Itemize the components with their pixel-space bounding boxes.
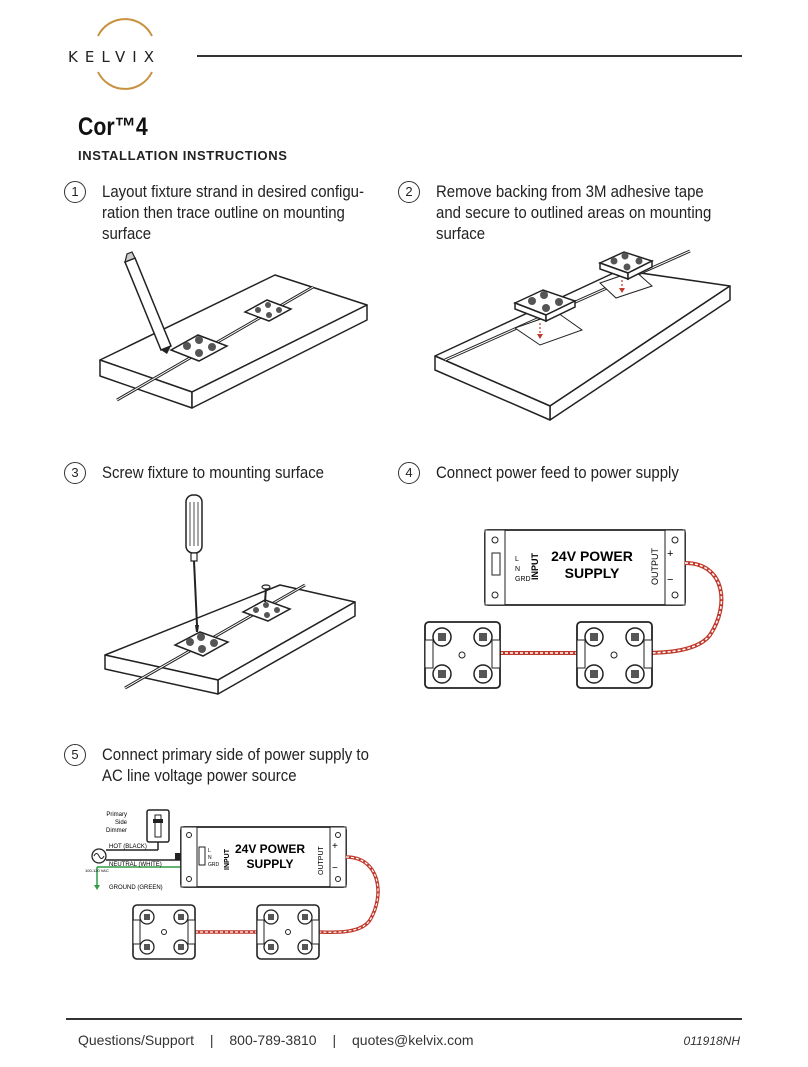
step-1-illustration (99, 251, 368, 409)
supply-label-line2: SUPPLY (247, 857, 294, 871)
voltage-label: 100-120 VAC (85, 868, 109, 873)
dimmer-switch: Primary Side Dimmer (106, 809, 170, 843)
support-phone[interactable]: 800-789-3810 (229, 1032, 317, 1048)
dimmer-label-line1: Primary (106, 812, 127, 818)
terminal-n-label: N (208, 855, 212, 861)
input-label: INPUT (530, 552, 540, 580)
dimmer-label-line3: Dimmer (106, 828, 127, 834)
footer-separator: | (332, 1032, 337, 1048)
footer-contact: Questions/Support | 800-789-3810 | quote… (78, 1032, 474, 1048)
input-label: INPUT (224, 848, 231, 870)
led-module (576, 621, 653, 689)
product-title: Cor™4 (78, 113, 148, 141)
fixture-module (241, 599, 292, 622)
page-subtitle: INSTALLATION INSTRUCTIONS (78, 148, 288, 163)
footer-separator: | (209, 1032, 214, 1048)
footer-rule (66, 1018, 742, 1020)
kelvix-logo (97, 18, 153, 90)
minus-label: − (667, 574, 673, 586)
supply-label-line2: SUPPLY (565, 565, 620, 581)
step-3-text: Screw fixture to mounting surface (102, 463, 325, 482)
step-3-number: 3 (64, 462, 86, 484)
neutral-wire-label: NEUTRAL (WHITE) (109, 862, 162, 868)
plus-label: + (667, 548, 673, 560)
supply-label-line1: 24V POWER (551, 548, 633, 564)
fixture-module (598, 251, 654, 293)
plus-label: + (332, 841, 338, 852)
step-1-text-content: Layout fixture strand in desired configu… (102, 182, 364, 243)
step-4-number: 4 (398, 462, 420, 484)
fixture-module (169, 334, 229, 362)
document-code: 011918NH (683, 1034, 740, 1048)
fixture-module (513, 289, 577, 339)
step-5-text-content: Connect primary side of power supply to … (102, 745, 369, 785)
step-2-illustration (434, 249, 731, 421)
output-label: OUTPUT (318, 846, 325, 876)
fixture-module (173, 631, 230, 657)
terminal-grd-label: GRD (208, 862, 220, 868)
step-5-text: Connect primary side of power supply to … (102, 744, 384, 786)
screw-icon (261, 584, 271, 603)
led-module (424, 621, 501, 689)
supply-label-line1: 24V POWER (235, 842, 305, 856)
terminal-n-label: N (515, 566, 520, 573)
ground-wire-label: GROUND (GREEN) (109, 885, 163, 891)
terminal-grd-label: GRD (515, 576, 531, 583)
header-rule (197, 55, 742, 57)
led-module (256, 904, 320, 960)
pencil-icon (124, 251, 172, 354)
logo-wordmark: KELVIX (68, 48, 161, 66)
terminal-l-label: L (208, 848, 211, 854)
step-2-text: Remove backing from 3M adhesive tape and… (436, 181, 718, 244)
step-4-wiring-diagram: L N GRD INPUT 24V POWER SUPPLY OUTPUT + … (424, 529, 724, 689)
step-4-text: Connect power feed to power supply (436, 463, 679, 482)
power-supply: L N GRD INPUT 24V POWER SUPPLY OUTPUT + … (484, 529, 686, 606)
step-5-wiring-diagram: Primary Side Dimmer HOT (BLACK) NEUTRAL … (85, 809, 380, 960)
terminal-l-label: L (515, 556, 519, 563)
output-label: OUTPUT (650, 548, 660, 586)
fixture-module (243, 299, 293, 322)
led-module (132, 904, 196, 960)
step-1-number: 1 (64, 181, 86, 203)
step-2-number: 2 (398, 181, 420, 203)
step-5-number: 5 (64, 744, 86, 766)
dimmer-label-line2: Side (115, 820, 128, 826)
support-email-link[interactable]: quotes@kelvix.com (352, 1032, 474, 1048)
minus-label: − (332, 863, 338, 874)
hot-wire-label: HOT (BLACK) (109, 844, 147, 850)
support-label: Questions/Support (78, 1032, 194, 1048)
screwdriver-icon (185, 494, 203, 632)
ground-arrow-icon (94, 885, 100, 890)
step-2-text-content: Remove backing from 3M adhesive tape and… (436, 182, 712, 243)
step-3-illustration (104, 494, 356, 695)
power-supply: L N GRD INPUT 24V POWER SUPPLY OUTPUT + … (180, 826, 347, 888)
step-1-text: Layout fixture strand in desired configu… (102, 181, 366, 244)
